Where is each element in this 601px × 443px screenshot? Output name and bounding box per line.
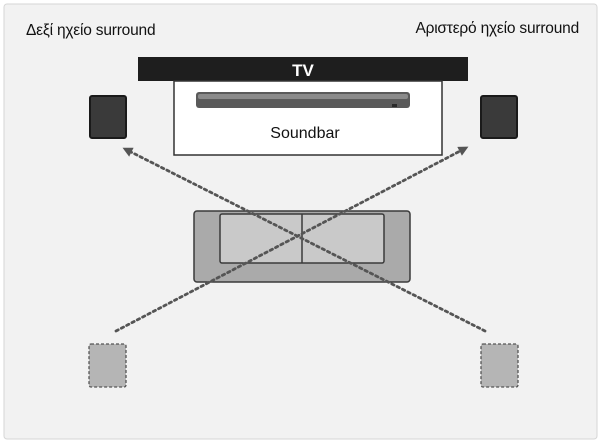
tv-label: TV xyxy=(292,61,314,80)
right-surround-label: Δεξί ηχείο surround xyxy=(26,22,156,39)
arrow-to-left-surround xyxy=(114,146,469,333)
arrow-to-right-surround xyxy=(122,147,487,333)
left-surround-label: Αριστερό ηχείο surround xyxy=(415,20,579,37)
left-surround-speaker xyxy=(480,95,518,139)
left-rear-speaker-position xyxy=(480,343,519,388)
tv-bar xyxy=(138,57,468,81)
soundbar-icon xyxy=(196,92,410,108)
right-rear-speaker-position xyxy=(88,343,127,388)
right-surround-speaker xyxy=(89,95,127,139)
sofa xyxy=(193,210,411,283)
soundbar-label: Soundbar xyxy=(270,125,340,142)
